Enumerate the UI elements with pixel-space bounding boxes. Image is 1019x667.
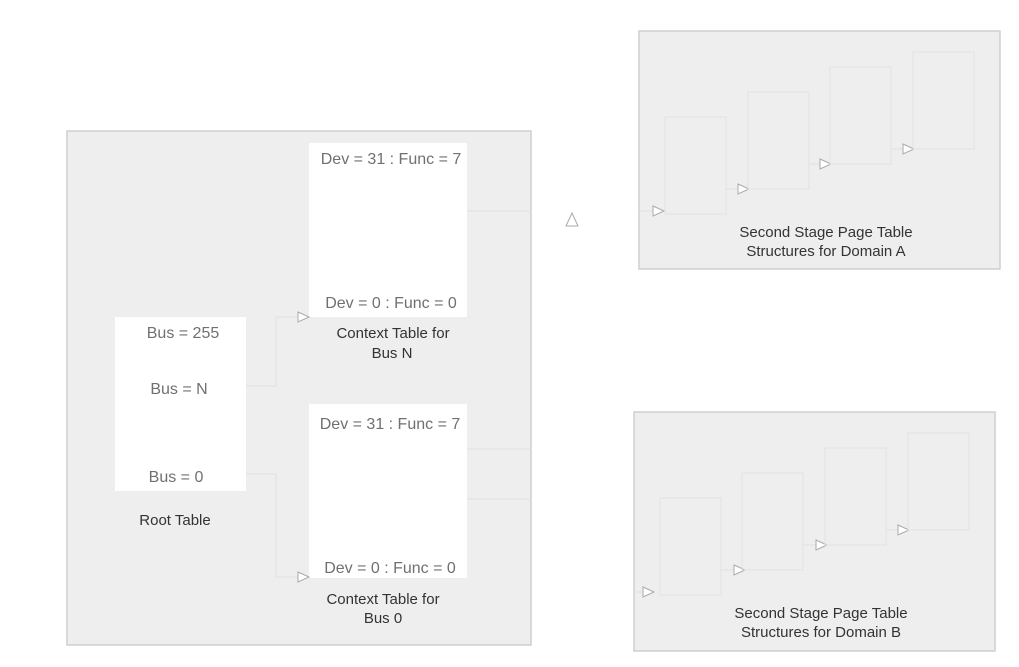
- domain-b-arrowhead-3: [815, 539, 829, 551]
- root-entry-bus-n: Bus = N: [150, 381, 207, 398]
- root-entry-bus-0: Bus = 0: [149, 469, 204, 486]
- context-table-bus-n: Dev = 31 : Func = 7 Dev = 0 : Func = 0 C…: [309, 143, 467, 362]
- ctx-n-entry-dev0: Dev = 0 : Func = 0: [325, 295, 457, 312]
- ctx-0-entry-dev0: Dev = 0 : Func = 0: [324, 560, 456, 577]
- domain-a-page-1: [664, 116, 727, 215]
- context-table-bus-0: Dev = 31 : Func = 7 Dev = 0 : Func = 0 C…: [309, 404, 467, 627]
- domain-a-page-4: [912, 51, 975, 150]
- connector-bus-n-to-context: [246, 316, 300, 387]
- domain-a-page-3: [829, 66, 892, 165]
- context-table-bus-0-box: [309, 404, 467, 578]
- arrowhead-context-bus-n: [297, 311, 311, 323]
- ctx-0-entry-dev31: Dev = 31 : Func = 7: [320, 416, 461, 433]
- domain-a-caption-line1: Second Stage Page Table: [739, 224, 912, 241]
- domain-b-arrowhead-2: [733, 564, 747, 576]
- ctx-n-caption-line1: Context Table for: [336, 325, 449, 342]
- ctx-0-caption-line2: Bus 0: [364, 610, 402, 627]
- root-table: Bus = 255 Bus = N Bus = 0 Root Table: [115, 317, 246, 529]
- context-table-bus-n-box: [309, 143, 467, 317]
- domain-b-page-tables: Second Stage Page Table Structures for D…: [634, 432, 970, 641]
- domain-b-page-2: [741, 472, 804, 571]
- domain-b-caption-line2: Structures for Domain B: [741, 624, 901, 641]
- arrowhead-between-panels: [565, 211, 579, 227]
- domain-b-arrowhead-4: [897, 524, 911, 536]
- domain-a-arrowhead-1: [652, 205, 666, 217]
- root-entry-bus-255: Bus = 255: [147, 325, 220, 342]
- ctx-n-caption-line2: Bus N: [372, 345, 413, 362]
- domain-b-page-1: [659, 497, 722, 596]
- domain-a-page-tables: Second Stage Page Table Structures for D…: [639, 51, 975, 260]
- domain-a-arrowhead-4: [902, 143, 916, 155]
- root-table-caption: Root Table: [139, 512, 210, 529]
- domain-a-arrowhead-3: [819, 158, 833, 170]
- domain-b-page-4: [907, 432, 970, 531]
- domain-a-arrowhead-2: [737, 183, 751, 195]
- domain-b-panel: [633, 411, 996, 652]
- domain-a-caption-line2: Structures for Domain A: [746, 243, 905, 260]
- domain-b-caption-line1: Second Stage Page Table: [734, 605, 907, 622]
- domain-b-arrowhead-1: [642, 586, 656, 598]
- connector-bus-0-to-context: [246, 473, 300, 578]
- ctx-n-entry-dev31: Dev = 31 : Func = 7: [321, 151, 462, 168]
- domain-a-panel: [638, 30, 1001, 270]
- domain-b-page-3: [824, 447, 887, 546]
- arrowhead-context-bus-0: [297, 571, 311, 583]
- domain-a-page-2: [747, 91, 810, 190]
- ctx-0-caption-line1: Context Table for: [326, 591, 439, 608]
- root-table-box: [115, 317, 246, 491]
